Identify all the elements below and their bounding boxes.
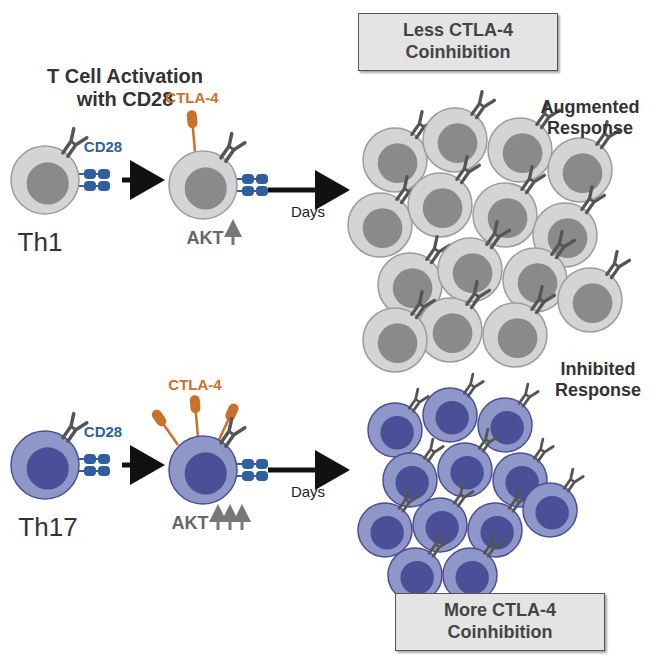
up-arrow xyxy=(229,513,232,530)
t-cell xyxy=(383,439,443,507)
cell-label: Th1 xyxy=(18,228,63,258)
tcr-receptor xyxy=(531,439,553,463)
t-cell xyxy=(478,384,538,452)
t-cell xyxy=(523,469,583,537)
t-cell xyxy=(418,282,489,362)
t-cell xyxy=(348,177,419,257)
t-cell xyxy=(11,129,87,214)
tcr-receptor xyxy=(561,469,583,493)
ctla4-receptor xyxy=(213,402,240,444)
up-arrow xyxy=(232,228,235,245)
tcr-receptor xyxy=(463,282,489,311)
tcr-receptor xyxy=(451,484,473,508)
summary-box: Less CTLA-4 Coinhibition xyxy=(358,13,558,70)
t-cell xyxy=(358,489,418,557)
ctla4-receptor xyxy=(186,110,200,153)
ctla4-receptor xyxy=(189,395,203,438)
outcome-label: Augmented Response xyxy=(530,97,650,138)
up-arrow xyxy=(217,513,220,530)
outcome-label: Inhibited Response xyxy=(543,359,653,400)
t-cell xyxy=(408,157,479,237)
box-text: Less CTLA-4 Coinhibition xyxy=(369,20,547,63)
t-cell xyxy=(558,252,629,332)
tcr-receptor xyxy=(578,187,604,216)
t-cell xyxy=(169,419,245,504)
receptor-label: CTLA-4 xyxy=(165,89,218,106)
tcr-receptor xyxy=(528,287,554,316)
t-cell xyxy=(169,134,245,219)
time-label: Days xyxy=(291,203,325,220)
akt-label: AKT xyxy=(172,513,209,534)
tcr-receptor xyxy=(548,232,574,261)
tcr-receptor xyxy=(408,292,434,321)
t-cell xyxy=(413,484,473,552)
tcr-receptor xyxy=(468,92,494,121)
tcr-receptor xyxy=(453,157,479,186)
tcr-receptor xyxy=(603,252,629,281)
t-cell xyxy=(11,414,87,499)
tcr-receptor xyxy=(217,134,245,164)
t-cell xyxy=(443,534,503,602)
receptor-label: CD28 xyxy=(84,138,122,155)
tcr-receptor xyxy=(483,222,509,251)
ctla4-receptor xyxy=(150,408,182,448)
process-arrow xyxy=(122,178,160,183)
tcr-receptor xyxy=(426,534,448,558)
t-cell xyxy=(483,287,554,367)
t-cell xyxy=(363,292,434,372)
process-arrow xyxy=(122,463,160,468)
cell-label: Th17 xyxy=(18,513,77,543)
tcr-receptor xyxy=(476,429,498,453)
t-cell xyxy=(423,374,483,442)
t-cell xyxy=(388,534,448,602)
receptor-label: CTLA-4 xyxy=(168,376,221,393)
akt-label: AKT xyxy=(187,228,224,249)
up-arrow xyxy=(241,513,244,530)
t-cell xyxy=(368,389,428,457)
t-cell xyxy=(468,489,528,557)
t-cell xyxy=(423,92,494,172)
tcr-receptor xyxy=(461,374,483,398)
summary-box: More CTLA-4 Coinhibition xyxy=(395,593,605,650)
tcr-receptor xyxy=(217,419,245,449)
process-arrow xyxy=(268,468,345,473)
time-label: Days xyxy=(291,483,325,500)
tcr-receptor xyxy=(59,414,87,444)
tcr-receptor xyxy=(59,129,87,159)
tcr-receptor xyxy=(518,167,544,196)
box-text: More CTLA-4 Coinhibition xyxy=(406,600,594,643)
tcr-receptor xyxy=(396,489,418,513)
receptor-label: CD28 xyxy=(84,423,122,440)
process-arrow xyxy=(268,188,345,193)
tcr-receptor xyxy=(516,384,538,408)
tcr-receptor xyxy=(481,534,503,558)
t-cell xyxy=(438,429,498,497)
